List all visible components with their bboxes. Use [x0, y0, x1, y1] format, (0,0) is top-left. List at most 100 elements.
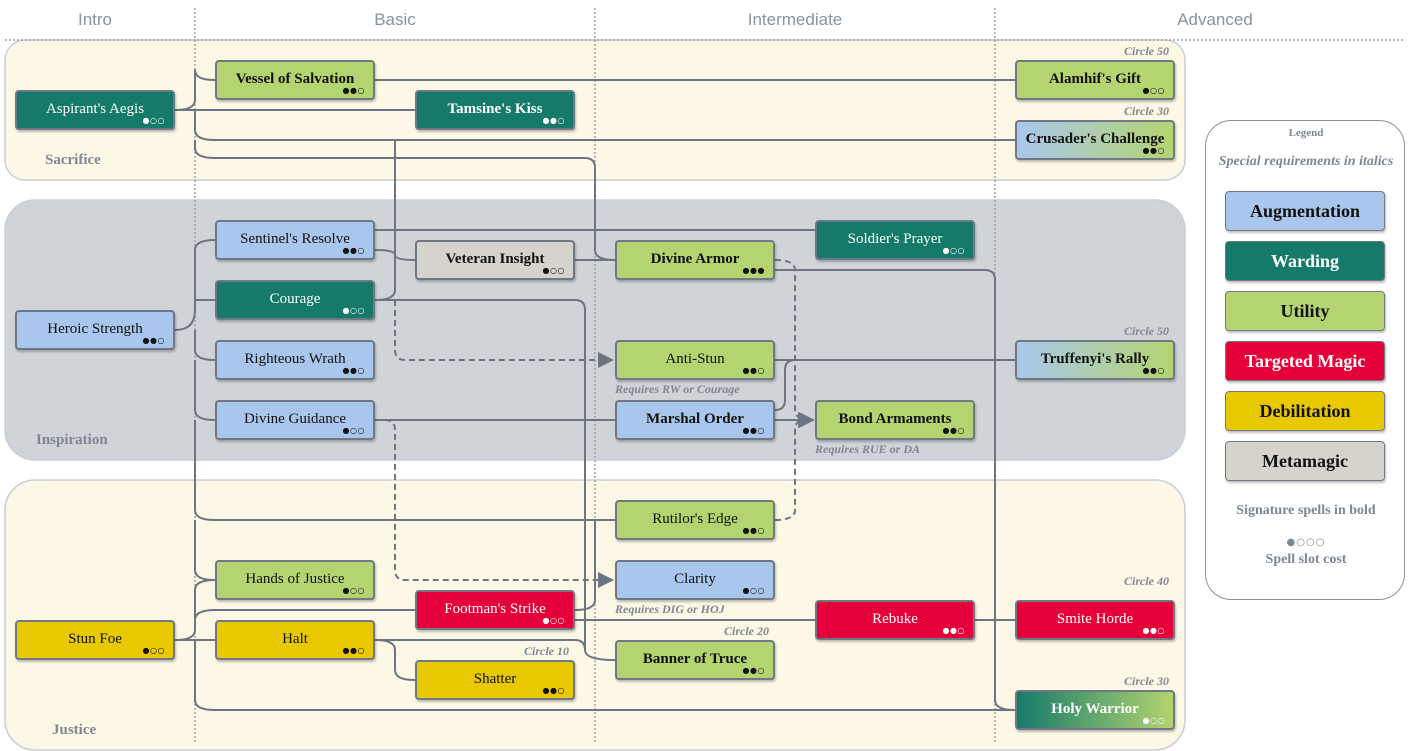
edge — [194, 110, 1015, 141]
region-label-sacrifice: Sacrifice — [45, 152, 101, 168]
spell-node-hands-of-justice[interactable]: Hands of Justice●○○ — [215, 560, 375, 600]
spell-node-divine-armor[interactable]: Divine Armor●●● — [615, 240, 775, 280]
spell-slot-pips: ●○○ — [942, 246, 965, 255]
spell-slot-pips: ●●○ — [742, 366, 765, 375]
legend-slot-cost: Spell slot cost — [1265, 552, 1347, 567]
circle-requirement: Circle 40 — [1124, 574, 1169, 588]
spell-slot-pips: ●○○ — [342, 306, 365, 315]
edge — [174, 69, 216, 111]
spell-slot-pips: ●●○ — [742, 426, 765, 435]
spell-node-sentinels-resolve[interactable]: Sentinel's Resolve●●○ — [215, 220, 375, 260]
circle-requirement: Circle 20 — [724, 624, 769, 638]
spell-node-bond-armaments[interactable]: Bond Armaments●●○ — [815, 400, 975, 440]
spell-slot-pips: ●○○ — [542, 616, 565, 625]
spell-node-anti-stun[interactable]: Anti-Stun●●○ — [615, 340, 775, 380]
requirement-edge — [774, 419, 806, 521]
spell-node-aspirants-aegis[interactable]: Aspirant's Aegis●○○ — [15, 90, 175, 130]
spell-slot-pips: ●○○ — [1142, 716, 1165, 725]
spell-slot-pips: ●●○ — [342, 366, 365, 375]
spell-slot-pips: ●○○ — [342, 426, 365, 435]
spell-node-smite-horde[interactable]: Smite Horde●●○ — [1015, 600, 1175, 640]
spell-node-banner-of-truce[interactable]: Banner of Truce●●○ — [615, 640, 775, 680]
spell-node-vessel-of-salvation[interactable]: Vessel of Salvation●●○ — [215, 60, 375, 100]
spell-slot-pips: ●●○ — [1142, 146, 1165, 155]
edge — [374, 249, 416, 261]
edge — [194, 360, 216, 421]
circle-requirement: Circle 50 — [1124, 324, 1169, 338]
legend-debilitation: Debilitation — [1225, 391, 1385, 431]
spell-slot-pips: ●●○ — [742, 666, 765, 675]
spell-slot-pips: ●●○ — [342, 86, 365, 95]
legend: Legend Special requirements in italics A… — [1205, 120, 1405, 600]
legend-augmentation: Augmentation — [1225, 191, 1385, 231]
spell-slot-pips: ●○○ — [142, 116, 165, 125]
edge — [375, 299, 616, 661]
spell-node-halt[interactable]: Halt●●○ — [215, 620, 375, 660]
edge — [194, 520, 216, 581]
edge — [174, 579, 216, 641]
spell-slot-pips: ●○○ — [342, 586, 365, 595]
spell-slot-pips: ●●○ — [342, 246, 365, 255]
edge — [574, 520, 596, 611]
spell-node-crusaders-challenge[interactable]: Crusader's Challenge●●○ — [1015, 120, 1175, 160]
column-header-advanced: Advanced — [1177, 10, 1253, 29]
edge — [194, 140, 616, 261]
requirement-note: Requires RW or Courage — [615, 382, 740, 396]
spell-node-shatter[interactable]: Shatter●●○ — [415, 660, 575, 700]
spell-node-soldiers-prayer[interactable]: Soldier's Prayer●○○ — [815, 220, 975, 260]
spell-node-marshal-order[interactable]: Marshal Order●●○ — [615, 400, 775, 440]
spell-node-stun-foe[interactable]: Stun Foe●○○ — [15, 620, 175, 660]
requirement-edge — [394, 300, 614, 368]
edge — [375, 639, 586, 651]
spell-node-truffenyis-rally[interactable]: Truffenyi's Rally●●○ — [1015, 340, 1175, 380]
spell-slot-pips: ●●● — [742, 266, 765, 275]
spell-node-footmans-strike[interactable]: Footman's Strike●○○ — [415, 590, 575, 630]
legend-warding: Warding — [1225, 241, 1385, 281]
column-header-basic: Basic — [374, 10, 416, 29]
spell-node-rebuke[interactable]: Rebuke●●○ — [815, 600, 975, 640]
circle-requirement: Circle 30 — [1124, 674, 1169, 688]
spell-slot-pips: ●●○ — [542, 116, 565, 125]
region-label-inspiration: Inspiration — [36, 432, 108, 448]
edge — [774, 359, 796, 411]
circle-requirement: Circle 50 — [1124, 44, 1169, 58]
spell-node-rutilors-edge[interactable]: Rutilor's Edge●●○ — [615, 500, 775, 540]
spell-node-heroic-strength[interactable]: Heroic Strength●●○ — [15, 310, 175, 350]
edge — [374, 639, 416, 681]
spell-slot-pips: ●○○ — [742, 586, 765, 595]
legend-utility: Utility — [1225, 291, 1385, 331]
spell-slot-pips: ●●○ — [1142, 626, 1165, 635]
edge — [374, 139, 396, 301]
spell-node-courage[interactable]: Courage●○○ — [215, 280, 375, 320]
requirement-edge — [384, 419, 614, 588]
spell-node-tamsines-kiss[interactable]: Tamsine's Kiss●●○ — [415, 90, 575, 130]
spell-slot-pips: ●●○ — [342, 646, 365, 655]
spell-slot-pips: ●●○ — [942, 426, 965, 435]
spell-slot-pips: ●●○ — [142, 336, 165, 345]
legend-signature: Signature spells in bold — [1236, 503, 1376, 518]
legend-metamagic: Metamagic — [1225, 441, 1385, 481]
edge — [194, 609, 415, 621]
legend-targeted-magic: Targeted Magic — [1225, 341, 1385, 381]
spell-slot-pips: ●●○ — [1142, 366, 1165, 375]
legend-special-requirements: Special requirements in italics — [1218, 154, 1394, 169]
edge — [194, 330, 216, 361]
column-header-intro: Intro — [77, 10, 113, 29]
spell-slot-pips: ●●○ — [542, 686, 565, 695]
spell-node-righteous-wrath[interactable]: Righteous Wrath●●○ — [215, 340, 375, 380]
spell-node-veteran-insight[interactable]: Veteran Insight●○○ — [415, 240, 575, 280]
spell-slot-pips: ●●○ — [942, 626, 965, 635]
spell-node-clarity[interactable]: Clarity●○○ — [615, 560, 775, 600]
requirement-note: Requires DIG or HOJ — [615, 602, 725, 616]
requirement-edge — [774, 259, 814, 428]
spell-node-alamhifs-gift[interactable]: Alamhif's Gift●○○ — [1015, 60, 1175, 100]
circle-requirement: Circle 10 — [524, 644, 569, 658]
spell-slot-pips: ●○○ — [542, 266, 565, 275]
spell-node-holy-warrior[interactable]: Holy Warrior●○○ — [1015, 690, 1175, 730]
edge — [174, 239, 216, 331]
spell-node-divine-guidance[interactable]: Divine Guidance●○○ — [215, 400, 375, 440]
circle-requirement: Circle 30 — [1124, 104, 1169, 118]
requirement-note: Requires RUE or DA — [815, 442, 921, 456]
edge — [775, 269, 1016, 711]
